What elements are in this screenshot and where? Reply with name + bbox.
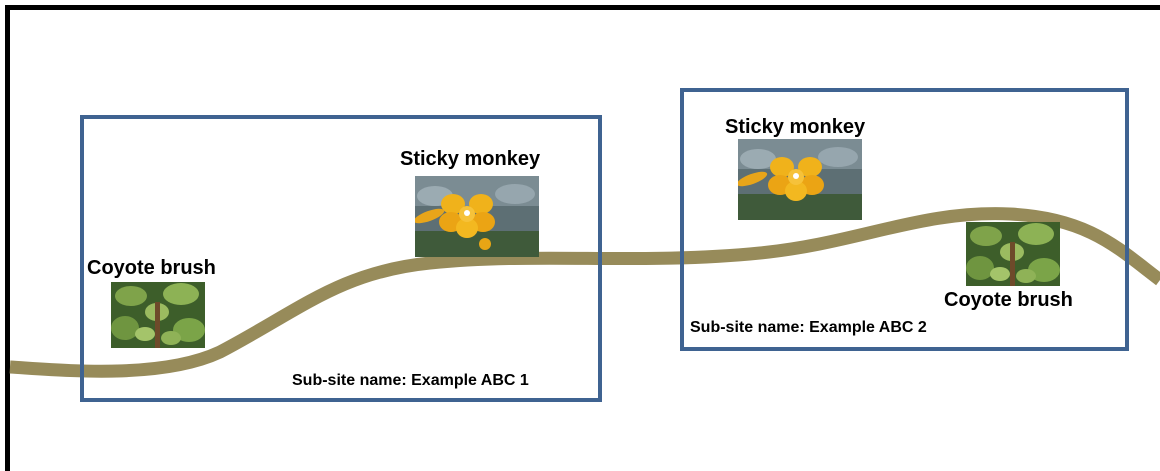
plant-label-sticky-monkey-2: Sticky monkey xyxy=(725,116,866,138)
subsite-box-1 xyxy=(80,115,602,402)
trail-path xyxy=(9,207,1160,378)
plant-label-sticky-monkey-1: Sticky monkey xyxy=(400,148,541,170)
coyote-brush-photo-2 xyxy=(966,222,1060,286)
sticky-monkey-photo-2 xyxy=(738,139,862,220)
sticky-monkey-photo-1 xyxy=(415,176,539,257)
plant-label-coyote-brush-1: Coyote brush xyxy=(87,257,216,279)
subsite-box-2 xyxy=(680,88,1129,351)
coyote-brush-photo-1 xyxy=(111,282,205,348)
plant-label-coyote-brush-2: Coyote brush xyxy=(944,289,1073,311)
subsite-label-1: Sub-site name: Example ABC 1 xyxy=(292,372,529,389)
subsite-label-2: Sub-site name: Example ABC 2 xyxy=(690,319,927,336)
